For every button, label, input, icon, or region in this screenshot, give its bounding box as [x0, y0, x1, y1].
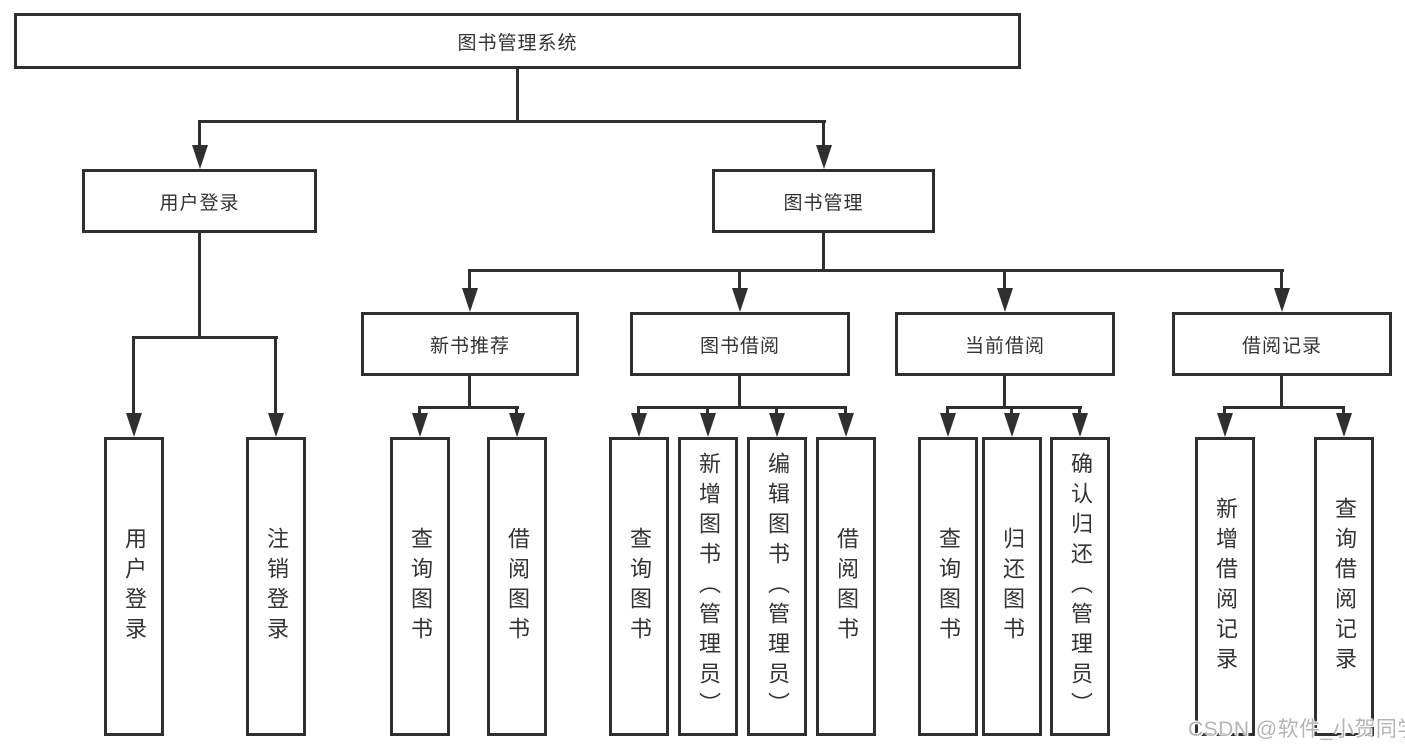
leaf-edit-books-admin: 编辑图书（管理员）	[747, 437, 807, 736]
arrowhead-current-borrowing	[997, 288, 1013, 312]
connector-book-management-crossbar	[468, 269, 1284, 272]
leaf-borrow-books-borrowing: 借阅图书	[816, 437, 876, 736]
connector-stub	[844, 406, 847, 417]
node-book-borrowing: 图书借阅	[630, 312, 850, 376]
arrowhead-leaf-logout	[268, 413, 284, 437]
node-label: 图书管理系统	[457, 32, 578, 54]
arrowhead-leaf	[700, 413, 716, 437]
leaf-confirm-return-admin: 确认归还（管理员）	[1050, 437, 1110, 736]
connector-recommend-stem	[468, 376, 471, 409]
leaf-label: 新增借阅记录	[1213, 496, 1238, 677]
leaf-return-books: 归还图书	[982, 437, 1042, 736]
connector-stub	[637, 406, 640, 417]
node-label: 当前借阅	[964, 335, 1045, 357]
leaf-label: 查询图书	[408, 526, 433, 647]
connector-stub	[946, 406, 949, 417]
leaf-query-books-borrowing: 查询图书	[609, 437, 669, 736]
node-label: 借阅记录	[1241, 335, 1322, 357]
arrowhead-leaf-user-login	[126, 413, 142, 437]
connector-root-stem	[516, 68, 519, 123]
csdn-watermark: CSDN @软件_小贺同学	[1188, 718, 1405, 741]
node-borrowing-records: 借阅记录	[1172, 312, 1392, 376]
connector-current-stem	[1003, 376, 1006, 409]
connector-user-login-crossbar	[132, 336, 278, 339]
arrowhead-leaf	[631, 413, 647, 437]
node-label: 图书借阅	[699, 335, 780, 357]
node-label: 用户登录	[159, 192, 240, 214]
leaf-add-borrow-record: 新增借阅记录	[1195, 437, 1255, 736]
connector-borrowing-crossbar	[637, 406, 847, 409]
connector-recommend-crossbar	[418, 406, 519, 409]
node-user-login: 用户登录	[82, 169, 317, 233]
arrowhead-leaf	[1072, 413, 1088, 437]
leaf-logout: 注销登录	[246, 437, 306, 736]
arrowhead-leaf	[509, 413, 525, 437]
leaf-borrow-books-recommend: 借阅图书	[487, 437, 547, 736]
connector-stub	[1223, 406, 1226, 417]
arrowhead-leaf	[838, 413, 854, 437]
leaf-label: 用户登录	[122, 526, 147, 647]
connector-stub	[1342, 406, 1345, 417]
node-library-management-system: 图书管理系统	[14, 13, 1021, 69]
connector-book-management-stem	[822, 233, 825, 272]
node-new-book-recommend: 新书推荐	[361, 312, 579, 376]
connector-to-leaf-logout	[274, 336, 277, 417]
arrowhead-leaf	[1217, 413, 1233, 437]
connector-stub	[1078, 406, 1081, 417]
arrowhead-leaf	[769, 413, 785, 437]
arrowhead-book-management	[816, 145, 832, 169]
leaf-label: 借阅图书	[505, 526, 530, 647]
leaf-query-books-recommend: 查询图书	[390, 437, 450, 736]
connector-to-book-management	[822, 120, 825, 147]
node-label: 图书管理	[783, 192, 864, 214]
connector-stub	[418, 406, 421, 417]
connector-borrowing-stem	[738, 376, 741, 409]
leaf-user-login: 用户登录	[104, 437, 164, 736]
arrowhead-borrowing-records	[1274, 288, 1290, 312]
connector-current-crossbar	[946, 406, 1082, 409]
connector-stub	[515, 406, 518, 417]
arrowhead-leaf	[1336, 413, 1352, 437]
arrowhead-leaf	[940, 413, 956, 437]
arrowhead-user-login	[192, 145, 208, 169]
arrowhead-new-book-recommend	[462, 288, 478, 312]
leaf-label: 编辑图书（管理员）	[765, 451, 790, 722]
arrowhead-leaf	[412, 413, 428, 437]
leaf-label: 查询图书	[936, 526, 961, 647]
connector-records-crossbar	[1223, 406, 1345, 409]
leaf-label: 归还图书	[1000, 526, 1025, 647]
connector-stub	[775, 406, 778, 417]
leaf-query-books-current: 查询图书	[918, 437, 978, 736]
leaf-add-books-admin: 新增图书（管理员）	[678, 437, 738, 736]
leaf-label: 注销登录	[264, 526, 289, 647]
connector-user-login-stem	[198, 233, 201, 339]
leaf-label: 新增图书（管理员）	[696, 451, 721, 722]
leaf-label: 借阅图书	[834, 526, 859, 647]
leaf-label: 查询借阅记录	[1332, 496, 1357, 677]
node-label: 新书推荐	[429, 335, 510, 357]
connector-to-borrowing-records	[1280, 269, 1283, 290]
connector-to-leaf-user-login	[132, 336, 135, 417]
connector-to-new-book-recommend	[468, 269, 471, 290]
node-book-management: 图书管理	[712, 169, 935, 233]
leaf-query-borrow-record: 查询借阅记录	[1314, 437, 1374, 736]
connector-to-current-borrowing	[1003, 269, 1006, 290]
connector-stub	[706, 406, 709, 417]
arrowhead-book-borrowing	[732, 288, 748, 312]
connector-to-book-borrowing	[738, 269, 741, 290]
connector-stub	[1010, 406, 1013, 417]
leaf-label: 确认归还（管理员）	[1068, 451, 1093, 722]
leaf-label: 查询图书	[627, 526, 652, 647]
connector-records-stem	[1280, 376, 1283, 409]
connector-root-crossbar	[198, 120, 826, 123]
arrowhead-leaf	[1004, 413, 1020, 437]
node-current-borrowing: 当前借阅	[895, 312, 1115, 376]
connector-to-user-login	[198, 120, 201, 147]
